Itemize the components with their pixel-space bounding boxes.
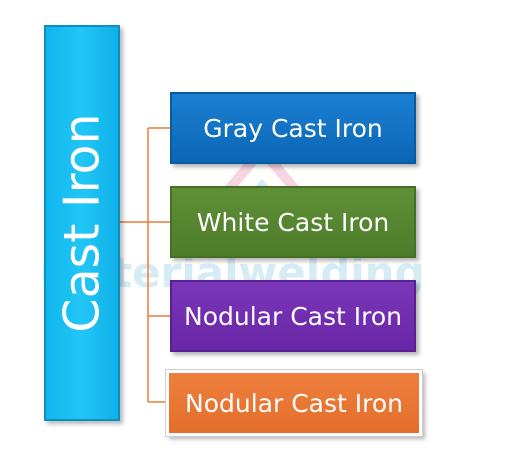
child-node-gray-cast-iron: Gray Cast Iron <box>170 92 416 164</box>
root-node-label: Cast Iron <box>53 113 111 333</box>
child-node-nodular-cast-iron-orange: Nodular Cast Iron <box>165 369 423 437</box>
root-node-cast-iron: Cast Iron <box>44 25 120 421</box>
child-node-white-cast-iron: White Cast Iron <box>170 186 416 258</box>
child-node-nodular-cast-iron-purple: Nodular Cast Iron <box>170 280 416 352</box>
